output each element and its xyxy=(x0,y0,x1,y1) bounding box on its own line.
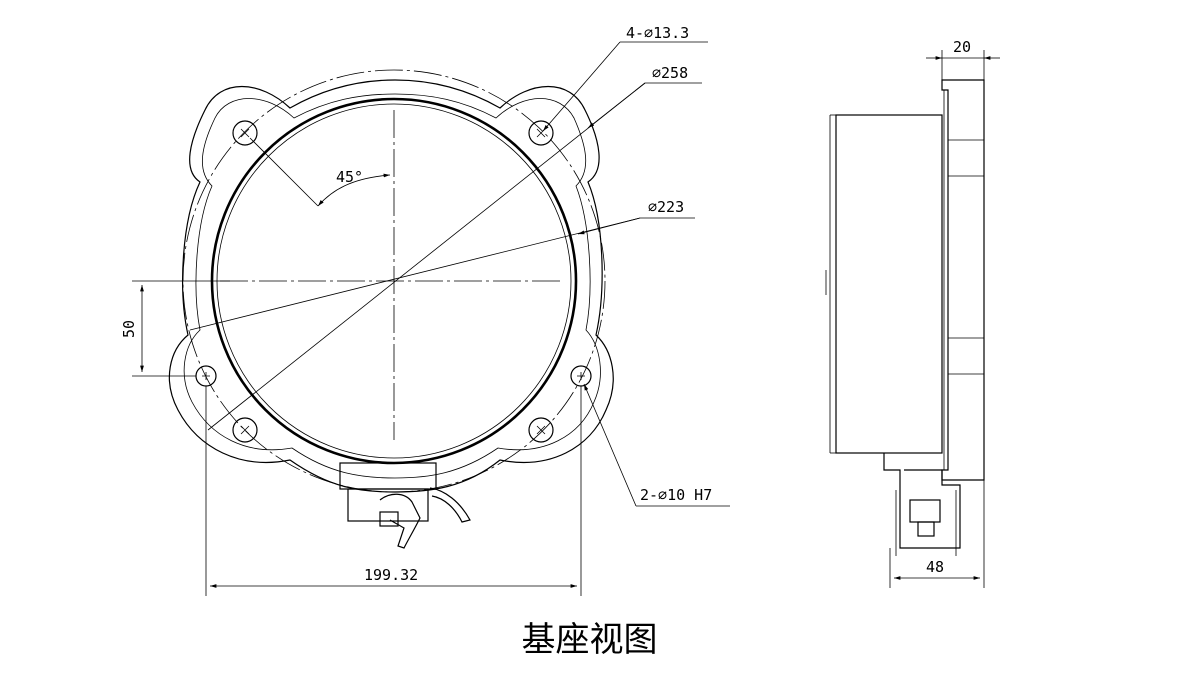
holes-dimension-label: 4-∅13.3 xyxy=(626,24,689,42)
bolt-circle xyxy=(182,69,606,493)
mounting-hole-top-left xyxy=(232,120,258,146)
front-view xyxy=(168,69,614,549)
outer-diameter-label: ∅258 xyxy=(652,64,688,82)
mounting-hole-bottom-right xyxy=(528,417,554,443)
flange-thickness-label: 20 xyxy=(953,38,971,56)
side-body xyxy=(835,114,943,454)
pin-span-label: 199.32 xyxy=(364,566,418,584)
side-depth-label: 48 xyxy=(926,558,944,576)
front-dimensions: 4-∅13.3 ∅258 ∅223 45° 2-∅10 H7 50 199.32 xyxy=(120,24,730,596)
pin-hole-right xyxy=(570,365,592,387)
side-view xyxy=(825,79,985,556)
inner-diameter-label: ∅223 xyxy=(648,198,684,216)
side-dimensions: 20 48 xyxy=(889,38,1000,588)
mounting-hole-top-right xyxy=(528,120,554,146)
drawing-caption: 基座视图 xyxy=(521,620,658,660)
flange-inner-outline xyxy=(183,93,601,479)
pin-dimension-label: 2-∅10 H7 xyxy=(640,486,712,504)
angle-label: 45° xyxy=(336,168,363,186)
connector-block xyxy=(339,462,471,549)
offset-dimension-label: 50 xyxy=(120,320,138,338)
mounting-hole-bottom-left xyxy=(232,417,258,443)
pin-hole-left xyxy=(195,365,217,387)
flange-outline xyxy=(168,79,614,493)
side-connector xyxy=(883,453,961,556)
